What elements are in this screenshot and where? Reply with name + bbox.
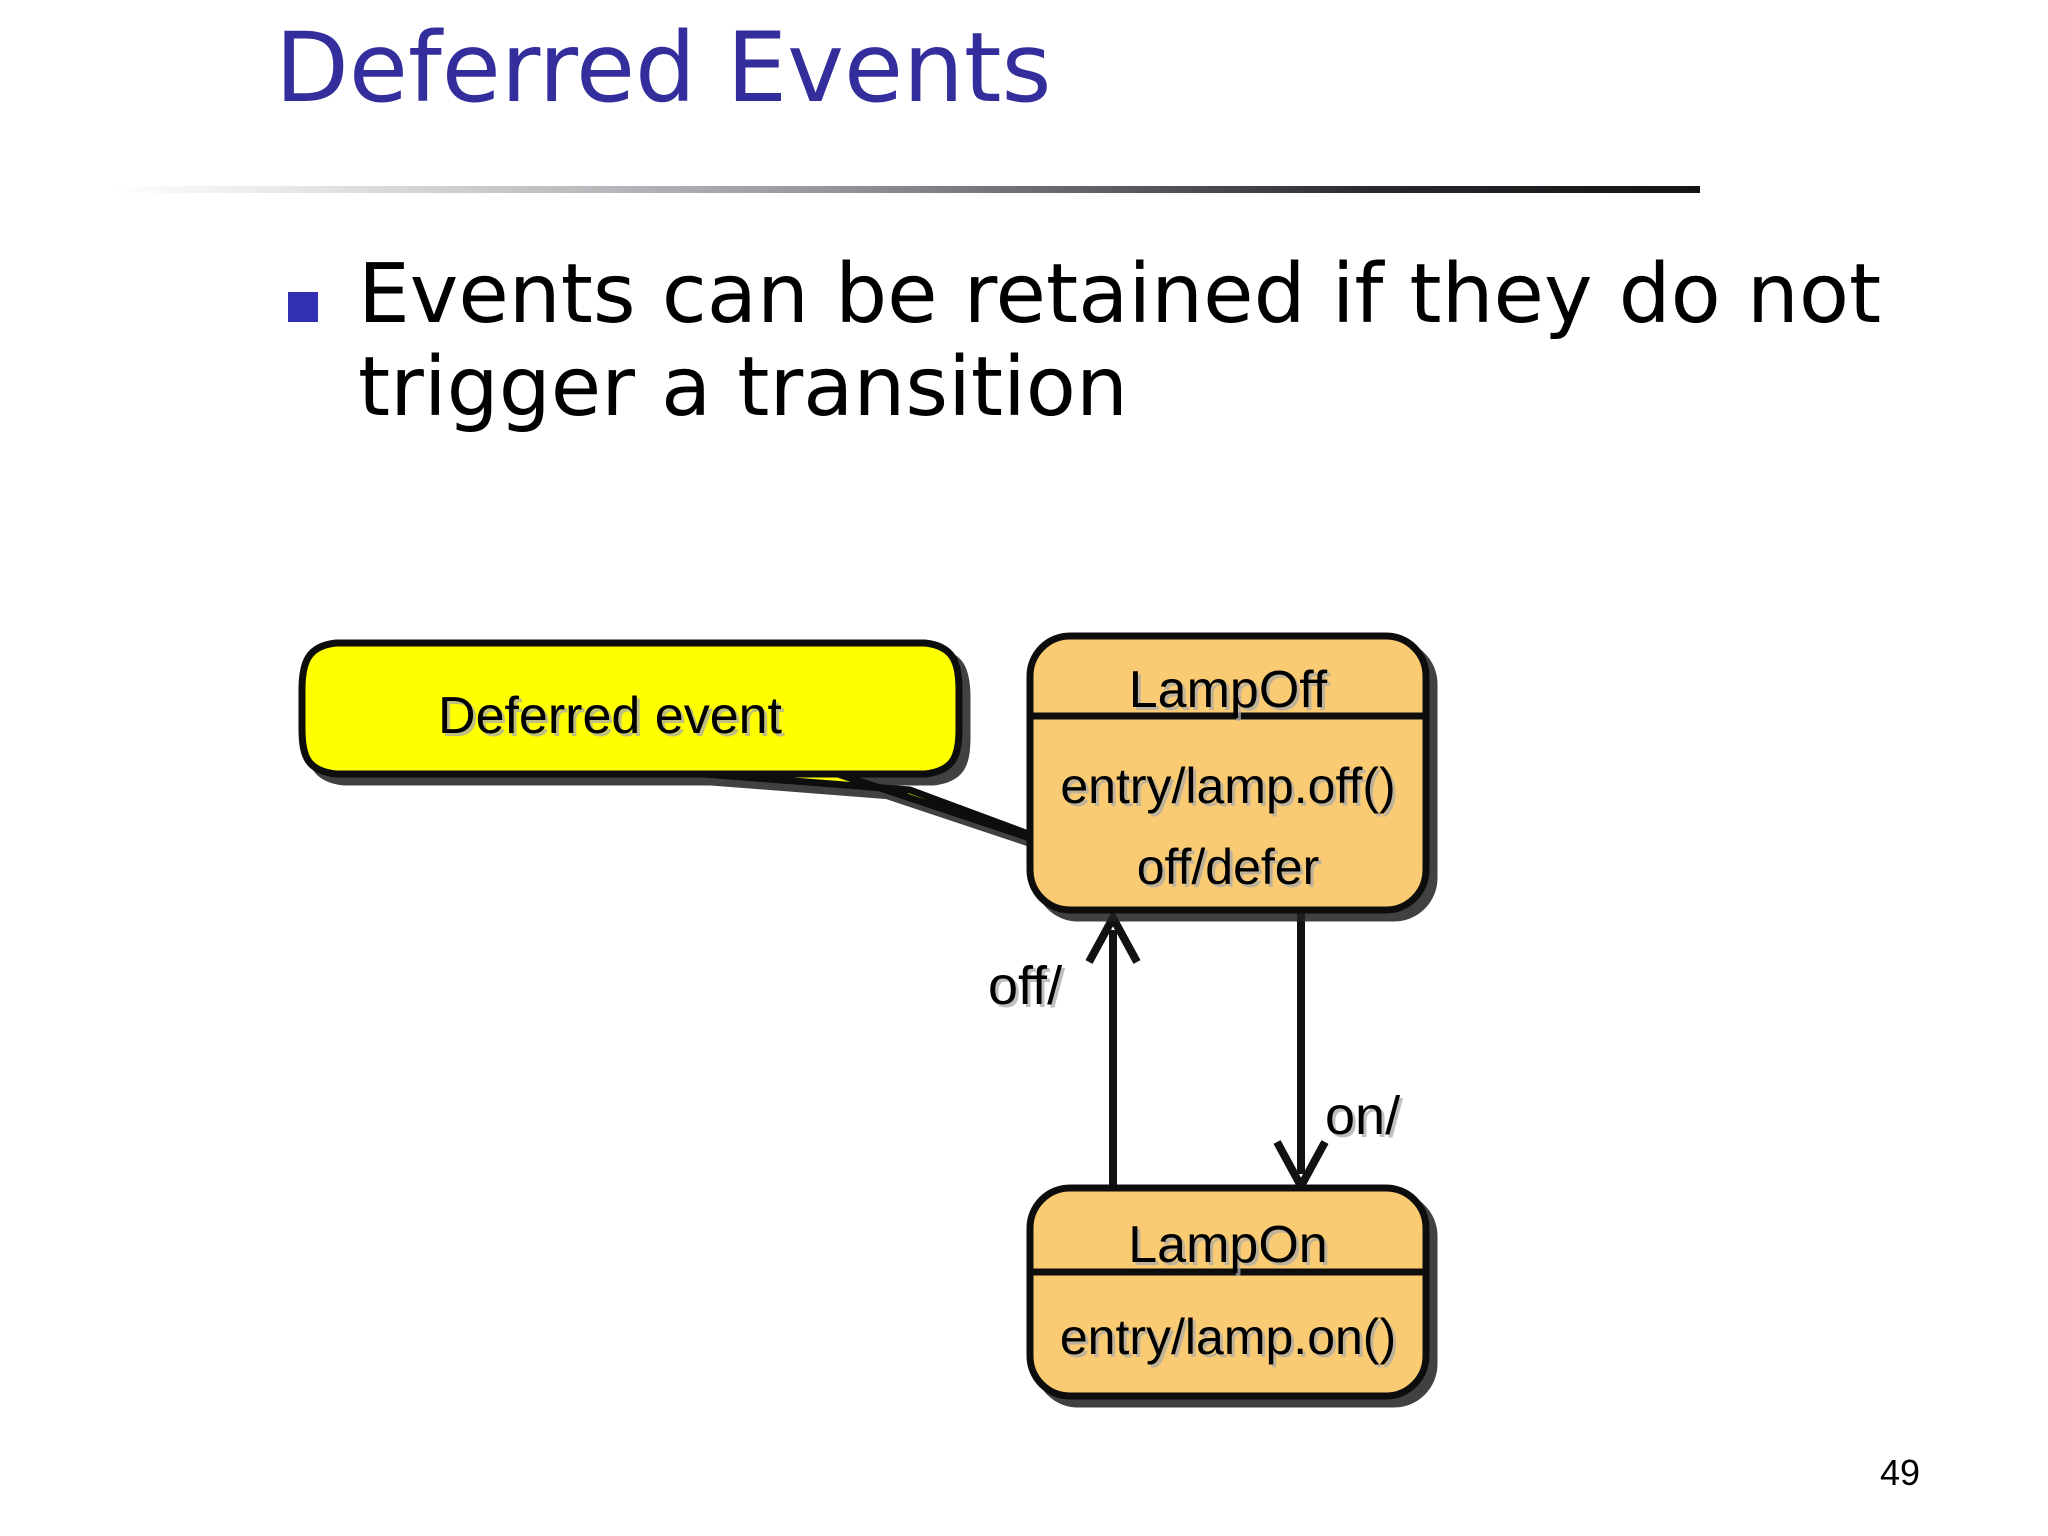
state-lampoff-entry-action: entry/lamp.off() bbox=[1060, 758, 1396, 814]
state-lampon-name: LampOn bbox=[1128, 1216, 1328, 1274]
state-lampoff[interactable] bbox=[1026, 632, 1430, 914]
callout-body bbox=[298, 639, 963, 778]
state-lampoff-defer-action: off/defer bbox=[1136, 839, 1320, 895]
transition-off-label: off/ bbox=[988, 956, 1063, 1016]
state-lampon-box bbox=[1026, 1184, 1430, 1400]
state-lampoff-box bbox=[1026, 632, 1430, 914]
page-title: Deferred Events bbox=[275, 12, 1052, 124]
bullet-square-icon bbox=[288, 292, 318, 322]
state-lampoff-name: LampOff bbox=[1128, 661, 1328, 719]
transition-off-arrowhead bbox=[1085, 909, 1141, 964]
transition-off-arrow bbox=[1085, 909, 1141, 1186]
transition-on-arrow bbox=[1273, 912, 1329, 1195]
transition-on-arrowhead bbox=[1273, 1140, 1329, 1195]
bullet-item-text: Events can be retained if they do not tr… bbox=[358, 247, 1882, 436]
page-number: 49 bbox=[1880, 1452, 1921, 1493]
transition-on-label: on/ bbox=[1325, 1086, 1401, 1146]
title-divider-rule bbox=[110, 186, 1700, 193]
callout-label: Deferred event bbox=[438, 687, 782, 745]
callout-balloon[interactable] bbox=[298, 639, 1124, 872]
state-lampon[interactable] bbox=[1026, 1184, 1430, 1400]
state-lampon-entry-action: entry/lamp.on() bbox=[1059, 1309, 1397, 1365]
